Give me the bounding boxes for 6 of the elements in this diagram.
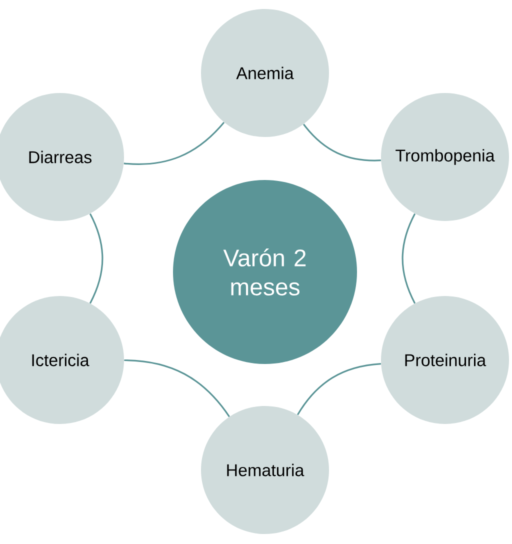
ring-connector [303, 124, 381, 162]
ring-connector [296, 363, 381, 416]
ring-connector [89, 213, 104, 304]
ring-connector [124, 122, 225, 165]
ring-connector [124, 359, 230, 418]
ring-connector [402, 213, 416, 304]
